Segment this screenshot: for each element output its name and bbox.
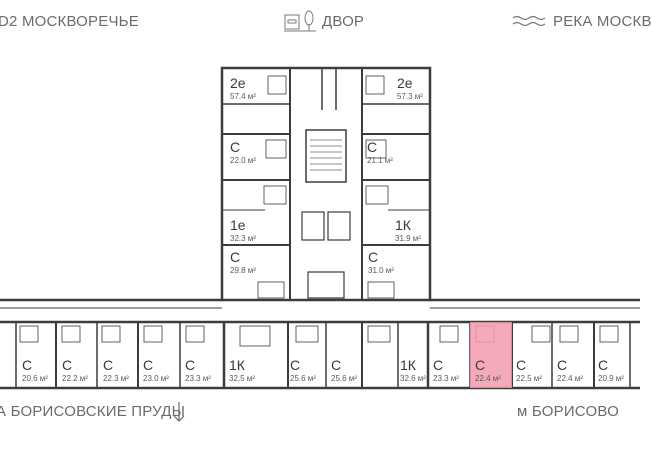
unit-type-label[interactable]: С <box>103 357 113 373</box>
unit-type-label[interactable]: С <box>331 357 341 373</box>
unit-area-label: 22.4 м² <box>475 374 501 383</box>
park-bench-tree-icon <box>284 10 316 32</box>
unit-type-label[interactable]: 1К <box>229 357 246 373</box>
unit-area-label: 23.3 м² <box>185 374 211 383</box>
unit-area-label: 32.5 м² <box>229 374 255 383</box>
unit-area-label: 25.6 м² <box>290 374 316 383</box>
unit-area-label: 22.0 м² <box>230 156 256 165</box>
header-left-label: D2 МОСКВОРЕЧЬЕ <box>0 13 139 30</box>
unit-area-label: 25.6 м² <box>331 374 357 383</box>
unit-area-label: 23.0 м² <box>143 374 169 383</box>
unit-type-label[interactable]: 1К <box>400 357 417 373</box>
arrow-down-icon <box>173 402 185 422</box>
unit-area-label: 23.3 м² <box>433 374 459 383</box>
unit-area-label: 22.3 м² <box>103 374 129 383</box>
unit-area-label: 57.3 м² <box>397 92 423 101</box>
unit-area-label: 21.1 м² <box>367 156 393 165</box>
unit-area-label: 22.5 м² <box>516 374 542 383</box>
footer-left-label: А БОРИСОВСКИЕ ПРУДЫ <box>0 403 186 420</box>
unit-type-label[interactable]: С <box>290 357 300 373</box>
unit-area-label: 29.8 м² <box>230 266 256 275</box>
unit-type-label[interactable]: С <box>368 249 378 265</box>
unit-type-label[interactable]: С <box>185 357 195 373</box>
unit-type-label[interactable]: С <box>230 139 240 155</box>
unit-type-label[interactable]: С <box>598 357 608 373</box>
unit-type-label[interactable]: С <box>62 357 72 373</box>
header-right-label: РЕКА МОСКВ <box>553 13 652 30</box>
unit-area-label: 22.2 м² <box>62 374 88 383</box>
unit-type-label[interactable]: С <box>433 357 443 373</box>
stair-hatch <box>310 139 342 171</box>
unit-area-label: 20.9 м² <box>598 374 624 383</box>
selected-unit-highlight[interactable] <box>470 322 512 388</box>
unit-type-label[interactable]: 1К <box>395 217 412 233</box>
unit-type-label[interactable]: С <box>516 357 526 373</box>
unit-type-label[interactable]: С <box>230 249 240 265</box>
unit-type-label[interactable]: С <box>143 357 153 373</box>
unit-area-label: 31.0 м² <box>368 266 394 275</box>
unit-type-label[interactable]: С <box>557 357 567 373</box>
unit-area-label: 32.3 м² <box>230 234 256 243</box>
header-center-label: ДВОР <box>322 13 365 30</box>
unit-area-label: 22.4 м² <box>557 374 583 383</box>
river-waves-icon <box>512 15 546 27</box>
unit-area-label: 20.6 м² <box>22 374 48 383</box>
unit-type-label[interactable]: С <box>22 357 32 373</box>
unit-type-label[interactable]: 1е <box>230 217 246 233</box>
unit-type-label[interactable]: С <box>367 139 377 155</box>
unit-type-label[interactable]: 2е <box>230 75 246 91</box>
unit-type-label[interactable]: 2е <box>397 75 413 91</box>
unit-type-label[interactable]: С <box>475 357 485 373</box>
unit-area-label: 32.6 м² <box>400 374 426 383</box>
footer-right-label: м БОРИСОВО <box>517 403 619 420</box>
unit-area-label: 31.9 м² <box>395 234 421 243</box>
unit-area-label: 57.4 м² <box>230 92 256 101</box>
plan-walls <box>0 66 640 390</box>
